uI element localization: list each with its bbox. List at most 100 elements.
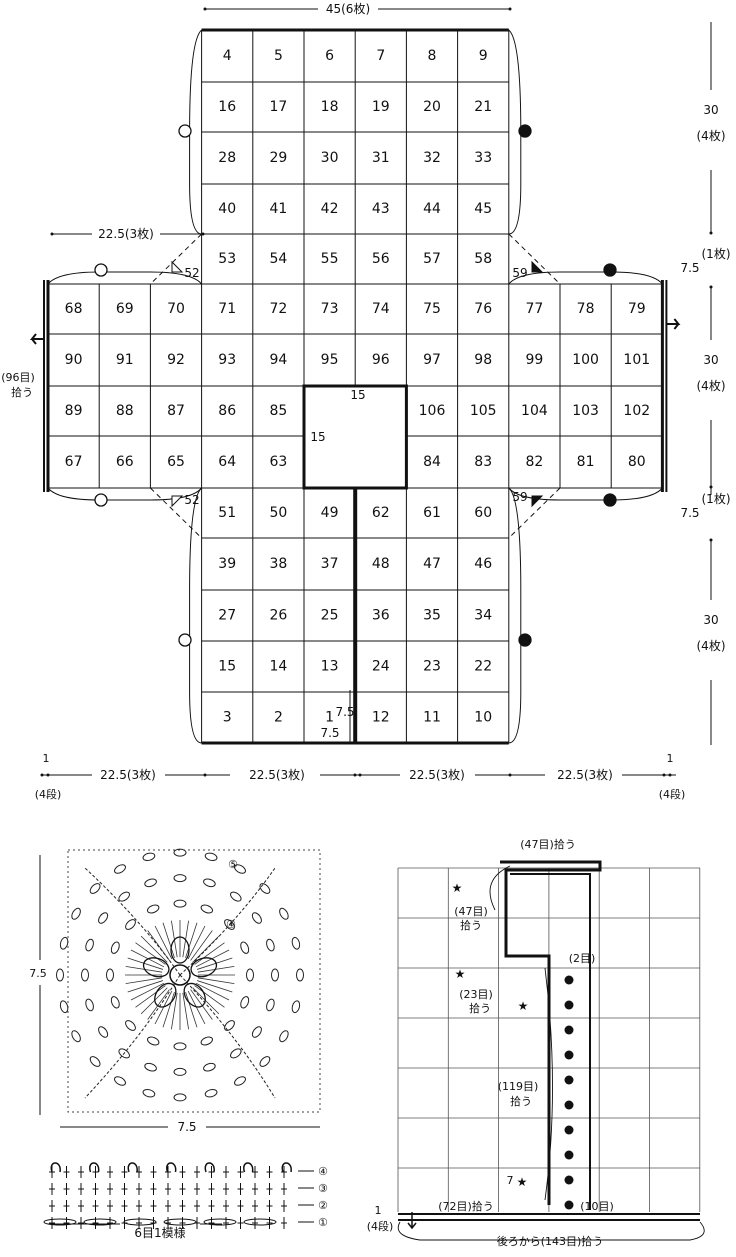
motif-cell-number: 61 bbox=[423, 505, 441, 521]
chain-loop bbox=[59, 936, 69, 950]
filled-marker-icon bbox=[603, 263, 617, 277]
stitch-spoke bbox=[130, 982, 165, 1001]
chain-loop bbox=[59, 1000, 69, 1014]
motif-cell-number: 29 bbox=[269, 150, 287, 166]
sleeve-width-dimension: 22.5(3枚) bbox=[50, 226, 205, 241]
stitch-spoke bbox=[130, 949, 165, 968]
pickup-bracket bbox=[544, 967, 553, 1201]
mid-height-count: (4枚) bbox=[697, 378, 726, 393]
motif-cell-number: 32 bbox=[423, 150, 441, 166]
neck-left-pickup: (47目) bbox=[454, 905, 488, 918]
motif-cell-number: 13 bbox=[321, 659, 339, 675]
stitch-spoke bbox=[192, 935, 220, 963]
chain-loop bbox=[114, 1076, 126, 1086]
chain-loop bbox=[110, 996, 120, 1009]
gusset-marker-icon bbox=[531, 495, 544, 508]
stitch-spoke bbox=[182, 992, 189, 1030]
upper-height-label: 30 bbox=[703, 103, 718, 117]
edging-stitch-chart: 6目1模様 ④ ③ ② ① bbox=[43, 1162, 328, 1240]
center-ring bbox=[169, 964, 191, 986]
gusset-seam bbox=[150, 233, 202, 285]
stitch-spoke bbox=[195, 982, 230, 1001]
filled-marker-icon bbox=[603, 493, 617, 507]
chain-loop bbox=[200, 1036, 214, 1046]
motif-cell-number: 46 bbox=[474, 556, 492, 572]
bottom-width-label-2: 22.5(3枚) bbox=[249, 767, 305, 782]
stitch-spoke bbox=[190, 989, 213, 1020]
gusset-bottom-count: (1枚) bbox=[702, 491, 731, 506]
motif-cell-number: 31 bbox=[372, 150, 390, 166]
gusset-seam bbox=[508, 233, 561, 285]
motif-cell-number: 24 bbox=[372, 659, 390, 675]
chain-loop bbox=[204, 852, 218, 862]
stitch-spoke bbox=[185, 991, 198, 1028]
chain-loop bbox=[146, 904, 160, 914]
button-icon bbox=[564, 1200, 574, 1210]
chain-loop bbox=[125, 1020, 136, 1031]
motif-cell-number: 10 bbox=[474, 710, 492, 726]
edging-row-4: ④ bbox=[318, 1165, 328, 1178]
motif-cell-number: 63 bbox=[269, 454, 287, 470]
stitch-spoke bbox=[147, 930, 170, 961]
motif-cell-number: 55 bbox=[321, 251, 339, 267]
motif-cell-number: 48 bbox=[372, 556, 390, 572]
chain-loop bbox=[271, 968, 279, 982]
button-count-label: 7 bbox=[507, 1174, 514, 1187]
chain-loop bbox=[173, 1093, 187, 1102]
gusset-marker-icon bbox=[171, 495, 184, 508]
motif-stitch-drawing bbox=[56, 848, 304, 1102]
pickup-verb-label: 拾う bbox=[11, 385, 33, 399]
motif-cell-number: 100 bbox=[572, 352, 599, 368]
stitch-spoke bbox=[135, 985, 166, 1008]
gusset-top-height: 7.5 bbox=[680, 261, 699, 275]
stitch-spoke bbox=[171, 992, 178, 1030]
motif-cell-number: 69 bbox=[116, 301, 134, 317]
left-arrow-icon bbox=[29, 333, 44, 345]
stitch-spoke bbox=[125, 977, 163, 984]
chain-loop bbox=[234, 1076, 246, 1086]
filled-marker-icon bbox=[518, 124, 532, 138]
chain-loop bbox=[234, 864, 246, 874]
bottom-width-label-1: 22.5(3枚) bbox=[100, 767, 156, 782]
picot-loop bbox=[89, 1162, 100, 1173]
motif-cell-number: 74 bbox=[372, 301, 390, 317]
bottom-width-label-4: 22.5(3枚) bbox=[557, 767, 613, 782]
right-arrow-icon bbox=[666, 318, 681, 330]
neck-band-inner bbox=[510, 873, 591, 1210]
motif-cell-number: 2 bbox=[274, 710, 283, 726]
chain-loop bbox=[224, 1020, 235, 1031]
stitch-spoke bbox=[162, 991, 175, 1028]
motif-cell-number: 60 bbox=[474, 505, 492, 521]
petal bbox=[190, 957, 218, 978]
chain-loop bbox=[266, 938, 275, 952]
edging-bracket bbox=[508, 487, 522, 744]
motif-cell-number: 20 bbox=[423, 99, 441, 115]
motif-cell-number: 56 bbox=[372, 251, 390, 267]
motif-cell-number: 28 bbox=[218, 150, 236, 166]
motif-cell-number: 54 bbox=[269, 251, 287, 267]
motif-cell-number: 21 bbox=[474, 99, 492, 115]
bottom-width-dimensions: 22.5(3枚) 22.5(3枚) 22.5(3枚) 22.5(3枚) 1 (4… bbox=[35, 752, 686, 801]
edging-row-1: ① bbox=[318, 1216, 328, 1229]
corner-chain bbox=[84, 867, 181, 976]
motif-cell-number: 45 bbox=[474, 201, 492, 217]
mid-height-label: 30 bbox=[703, 353, 718, 367]
motif-cell-number: 106 bbox=[419, 403, 446, 419]
chain-loop bbox=[279, 907, 289, 920]
button-icon bbox=[564, 1075, 574, 1085]
motif-cell-number: 89 bbox=[65, 403, 83, 419]
button-icon bbox=[564, 975, 574, 985]
neck-width-label: 15 bbox=[350, 388, 365, 402]
motif-cell-number: 67 bbox=[65, 454, 83, 470]
motif-cell-number: 99 bbox=[525, 352, 543, 368]
motif-cell-number: 85 bbox=[269, 403, 287, 419]
stitch-spoke bbox=[196, 957, 233, 970]
motif-cell-number: 50 bbox=[269, 505, 287, 521]
motif-cell-number: 30 bbox=[321, 150, 339, 166]
pickup-2: (2目) bbox=[569, 952, 596, 965]
motif-cell-number: 5 bbox=[274, 48, 283, 64]
button-icon bbox=[564, 1175, 574, 1185]
chain-loop bbox=[230, 1048, 242, 1059]
back-pickup: 後ろから(143目)拾う bbox=[497, 1234, 604, 1248]
